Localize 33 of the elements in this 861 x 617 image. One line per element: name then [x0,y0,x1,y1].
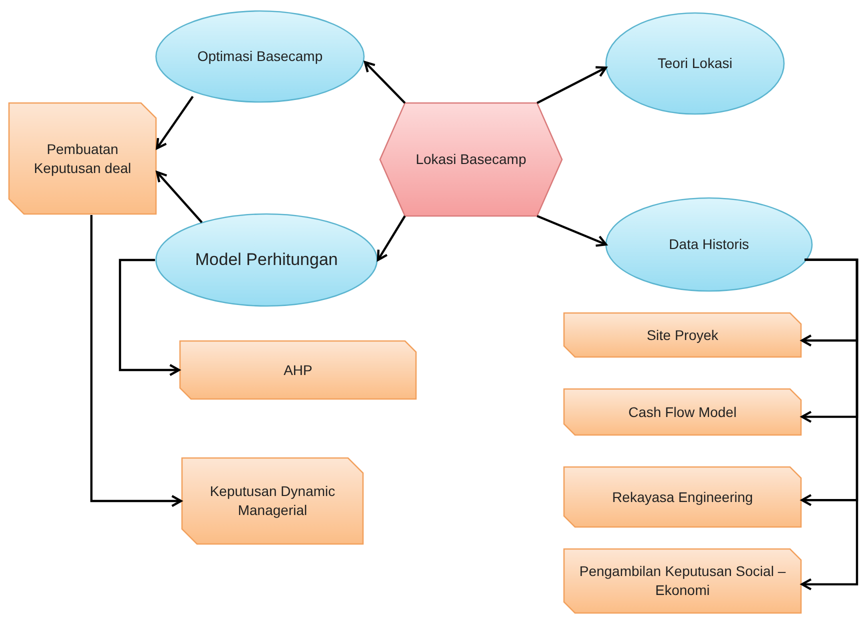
snipped-corner-box [563,548,802,614]
node-text: Rekayasa Engineering [611,488,754,506]
arrow [118,258,180,376]
node-text: Cash Flow Model [627,402,738,422]
arrow [536,66,607,104]
snipped-corner-box [563,312,802,358]
node-text: Teori Lokasi [656,54,734,73]
ellipse-node [155,10,365,103]
node-text: Site Proyek [646,326,720,344]
node-text: AHP [282,360,314,380]
snipped-corner-box [563,388,802,436]
arrow [800,258,858,590]
node-text: Pembuatan Keputusan deal [32,140,132,178]
arrow [376,215,406,262]
arrow [156,171,203,224]
snipped-corner-box [179,340,417,400]
node-text: Lokasi Basecamp [414,150,528,169]
arrow [536,214,608,247]
node-text: Data Historis [668,235,750,254]
arrow [90,215,182,508]
hexagon-node [380,103,562,216]
ellipse-node [155,213,378,307]
node-text: Optimasi Basecamp [196,47,324,66]
snipped-corner-box [8,102,157,215]
snipped-corner-box [181,457,364,545]
node-text: Pengambilan Keputusan Social – Ekonomi [578,562,787,600]
arrow [156,96,194,150]
arrow [364,61,406,104]
node-text: Keputusan Dynamic Managerial [208,482,336,520]
ellipse-node [605,197,813,292]
snipped-corner-box [563,466,802,528]
node-text: Model Perhitungan [194,248,339,271]
ellipse-node [605,12,785,115]
